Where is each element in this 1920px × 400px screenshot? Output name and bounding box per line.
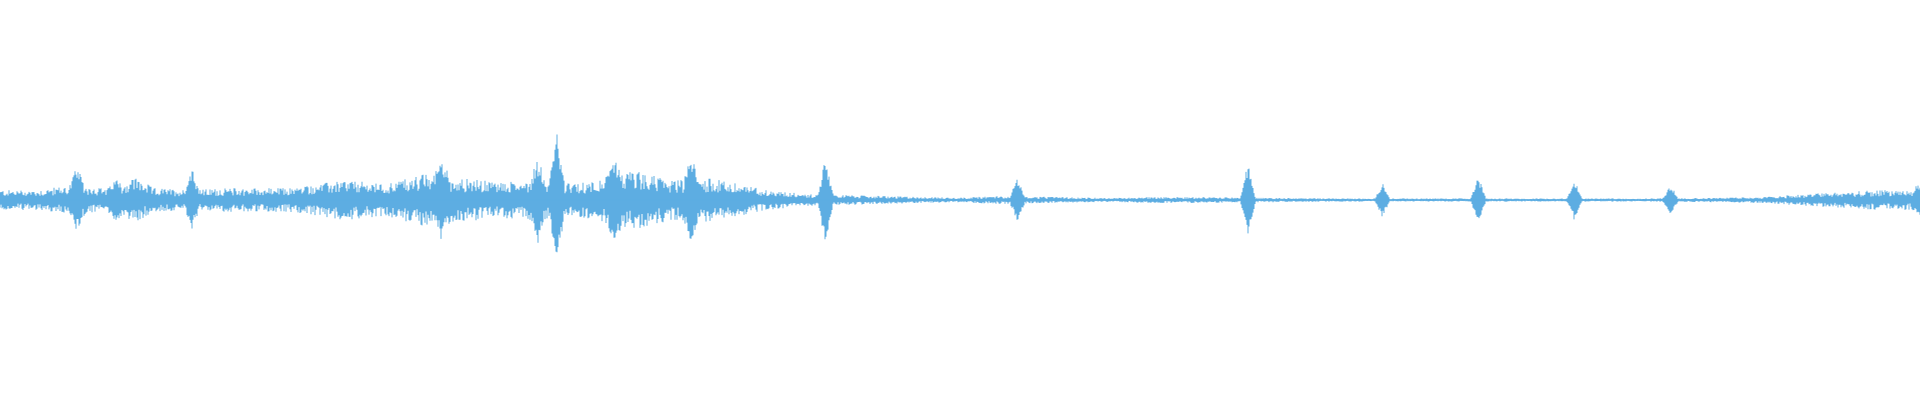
waveform-bars bbox=[0, 134, 1920, 253]
